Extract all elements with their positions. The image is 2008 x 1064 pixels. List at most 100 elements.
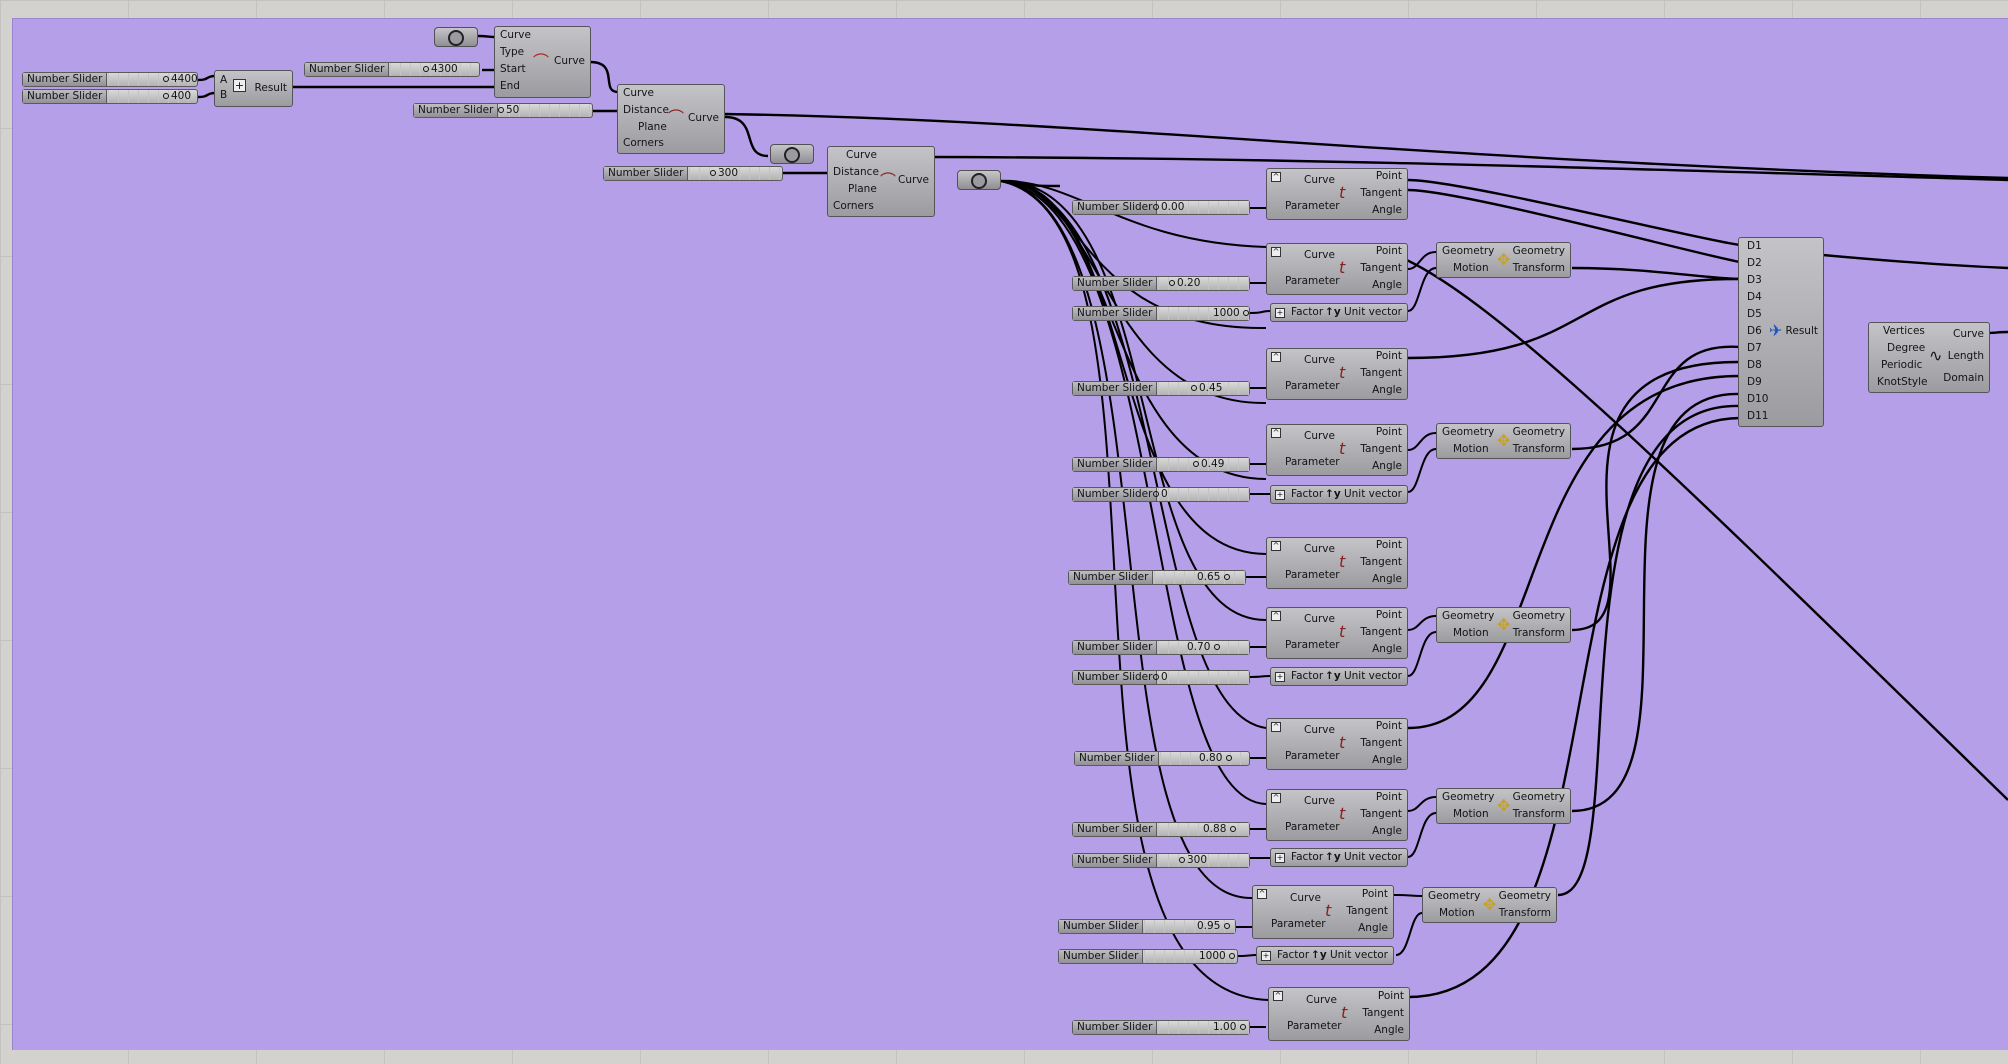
input-motion[interactable]: Motion	[1453, 627, 1489, 639]
number-slider[interactable]: Number Slider 0.20	[1072, 276, 1250, 291]
output-point[interactable]: Point	[1375, 791, 1402, 803]
input-curve[interactable]: Curve	[1306, 994, 1337, 1006]
output-tangent[interactable]: Tangent	[1360, 626, 1402, 638]
output-unit-vector[interactable]: Unit vector	[1343, 670, 1402, 682]
number-slider[interactable]: Number Slider 4400	[22, 72, 198, 87]
input-type[interactable]: Type	[500, 46, 525, 58]
output-angle[interactable]: Angle	[1372, 825, 1402, 837]
input-curve[interactable]: Curve	[1304, 543, 1335, 555]
input-start[interactable]: Start	[500, 63, 526, 75]
input-factor[interactable]: Factor	[1277, 949, 1310, 961]
output-point[interactable]: Point	[1375, 720, 1402, 732]
evaluate-curve-component[interactable]: ^ Curve Parameter t Point Tangent Angle	[1266, 424, 1408, 476]
input-curve[interactable]: Curve	[500, 29, 531, 41]
number-slider[interactable]: Number Slider 1.00	[1072, 1020, 1250, 1035]
number-slider[interactable]: Number Slider 0.49	[1072, 457, 1250, 472]
unit-vector-component[interactable]: + Factor ↑y Unit vector	[1256, 946, 1394, 965]
output-transform[interactable]: Transform	[1512, 443, 1565, 455]
input-parameter[interactable]: Parameter	[1285, 275, 1340, 287]
input-d4[interactable]: D4	[1747, 291, 1762, 303]
input-curve[interactable]: Curve	[1304, 795, 1335, 807]
output-tangent[interactable]: Tangent	[1360, 367, 1402, 379]
number-slider[interactable]: Number Slider 1000	[1072, 306, 1250, 321]
output-unit-vector[interactable]: Unit vector	[1343, 488, 1402, 500]
input-distance[interactable]: Distance	[833, 166, 879, 178]
output-tangent[interactable]: Tangent	[1360, 443, 1402, 455]
output-point[interactable]: Point	[1375, 609, 1402, 621]
number-slider[interactable]: Number Slider 0.95	[1058, 919, 1236, 934]
unit-vector-component[interactable]: + Factor ↑y Unit vector	[1270, 667, 1408, 686]
input-plane[interactable]: Plane	[638, 121, 667, 133]
output-curve[interactable]: Curve	[898, 174, 929, 186]
input-d6[interactable]: D6	[1747, 325, 1762, 337]
output-angle[interactable]: Angle	[1372, 204, 1402, 216]
evaluate-curve-component[interactable]: ^ Curve Parameter t Point Tangent Angle	[1266, 537, 1408, 589]
addition-component[interactable]: A B + Result	[214, 70, 293, 107]
input-parameter[interactable]: Parameter	[1285, 639, 1340, 651]
number-slider[interactable]: Number Slider 0	[1072, 487, 1250, 502]
output-angle[interactable]: Angle	[1372, 754, 1402, 766]
output-tangent[interactable]: Tangent	[1360, 808, 1402, 820]
output-point[interactable]: Point	[1375, 170, 1402, 182]
output-unit-vector[interactable]: Unit vector	[1343, 306, 1402, 318]
output-transform[interactable]: Transform	[1512, 627, 1565, 639]
input-parameter[interactable]: Parameter	[1285, 569, 1340, 581]
number-slider[interactable]: Number Slider 400	[22, 89, 198, 104]
evaluate-curve-component[interactable]: ^ Curve Parameter t Point Tangent Angle	[1252, 885, 1394, 939]
input-parameter[interactable]: Parameter	[1287, 1020, 1342, 1032]
input-curve[interactable]: Curve	[1304, 174, 1335, 186]
input-parameter[interactable]: Parameter	[1285, 750, 1340, 762]
input-distance[interactable]: Distance	[623, 104, 669, 116]
evaluate-curve-component[interactable]: ^ Curve Parameter t Point Tangent Angle	[1266, 607, 1408, 659]
output-point[interactable]: Point	[1361, 888, 1388, 900]
output-angle[interactable]: Angle	[1372, 460, 1402, 472]
move-component[interactable]: Geometry Motion ✥ Geometry Transform	[1436, 242, 1571, 278]
input-parameter[interactable]: Parameter	[1285, 380, 1340, 392]
unit-vector-component[interactable]: + Factor ↑y Unit vector	[1270, 485, 1408, 504]
input-b[interactable]: B	[220, 89, 228, 101]
input-corners[interactable]: Corners	[833, 200, 874, 212]
input-parameter[interactable]: Parameter	[1285, 821, 1340, 833]
input-degree[interactable]: Degree	[1887, 342, 1926, 354]
output-angle[interactable]: Angle	[1358, 922, 1388, 934]
input-d11[interactable]: D11	[1747, 410, 1769, 422]
input-d5[interactable]: D5	[1747, 308, 1762, 320]
evaluate-curve-component[interactable]: ^ Curve Parameter t Point Tangent Angle	[1266, 789, 1408, 841]
input-factor[interactable]: Factor	[1291, 306, 1324, 318]
input-d3[interactable]: D3	[1747, 274, 1762, 286]
output-point[interactable]: Point	[1375, 539, 1402, 551]
output-point[interactable]: Point	[1377, 990, 1404, 1002]
evaluate-curve-component[interactable]: ^ Curve Parameter t Point Tangent Angle	[1268, 987, 1410, 1041]
number-slider[interactable]: Number Slider 0.80	[1074, 751, 1250, 766]
input-curve[interactable]: Curve	[1304, 724, 1335, 736]
input-geometry[interactable]: Geometry	[1428, 890, 1481, 902]
output-domain[interactable]: Domain	[1943, 372, 1984, 384]
output-transform[interactable]: Transform	[1512, 262, 1565, 274]
input-geometry[interactable]: Geometry	[1442, 791, 1495, 803]
number-slider[interactable]: Number Slider 0	[1072, 670, 1250, 685]
input-motion[interactable]: Motion	[1439, 907, 1475, 919]
output-curve[interactable]: Curve	[554, 55, 585, 67]
input-curve[interactable]: Curve	[1304, 354, 1335, 366]
relay-node-3[interactable]	[957, 170, 1001, 190]
input-d1[interactable]: D1	[1747, 240, 1762, 252]
number-slider[interactable]: Number Slider 0.70	[1072, 640, 1250, 655]
output-geometry[interactable]: Geometry	[1512, 245, 1565, 257]
output-transform[interactable]: Transform	[1498, 907, 1551, 919]
input-d8[interactable]: D8	[1747, 359, 1762, 371]
output-angle[interactable]: Angle	[1372, 573, 1402, 585]
output-tangent[interactable]: Tangent	[1360, 187, 1402, 199]
output-geometry[interactable]: Geometry	[1512, 426, 1565, 438]
evaluate-curve-component[interactable]: ^ Curve Parameter t Point Tangent Angle	[1266, 348, 1408, 400]
input-curve[interactable]: Curve	[1304, 249, 1335, 261]
output-geometry[interactable]: Geometry	[1498, 890, 1551, 902]
input-vertices[interactable]: Vertices	[1883, 325, 1925, 337]
output-tangent[interactable]: Tangent	[1362, 1007, 1404, 1019]
input-parameter[interactable]: Parameter	[1271, 918, 1326, 930]
output-geometry[interactable]: Geometry	[1512, 791, 1565, 803]
output-result[interactable]: Result	[254, 82, 287, 94]
input-motion[interactable]: Motion	[1453, 262, 1489, 274]
evaluate-curve-component[interactable]: ^ Curve Parameter t Point Tangent Angle	[1266, 718, 1408, 770]
input-periodic[interactable]: Periodic	[1881, 359, 1923, 371]
input-geometry[interactable]: Geometry	[1442, 426, 1495, 438]
